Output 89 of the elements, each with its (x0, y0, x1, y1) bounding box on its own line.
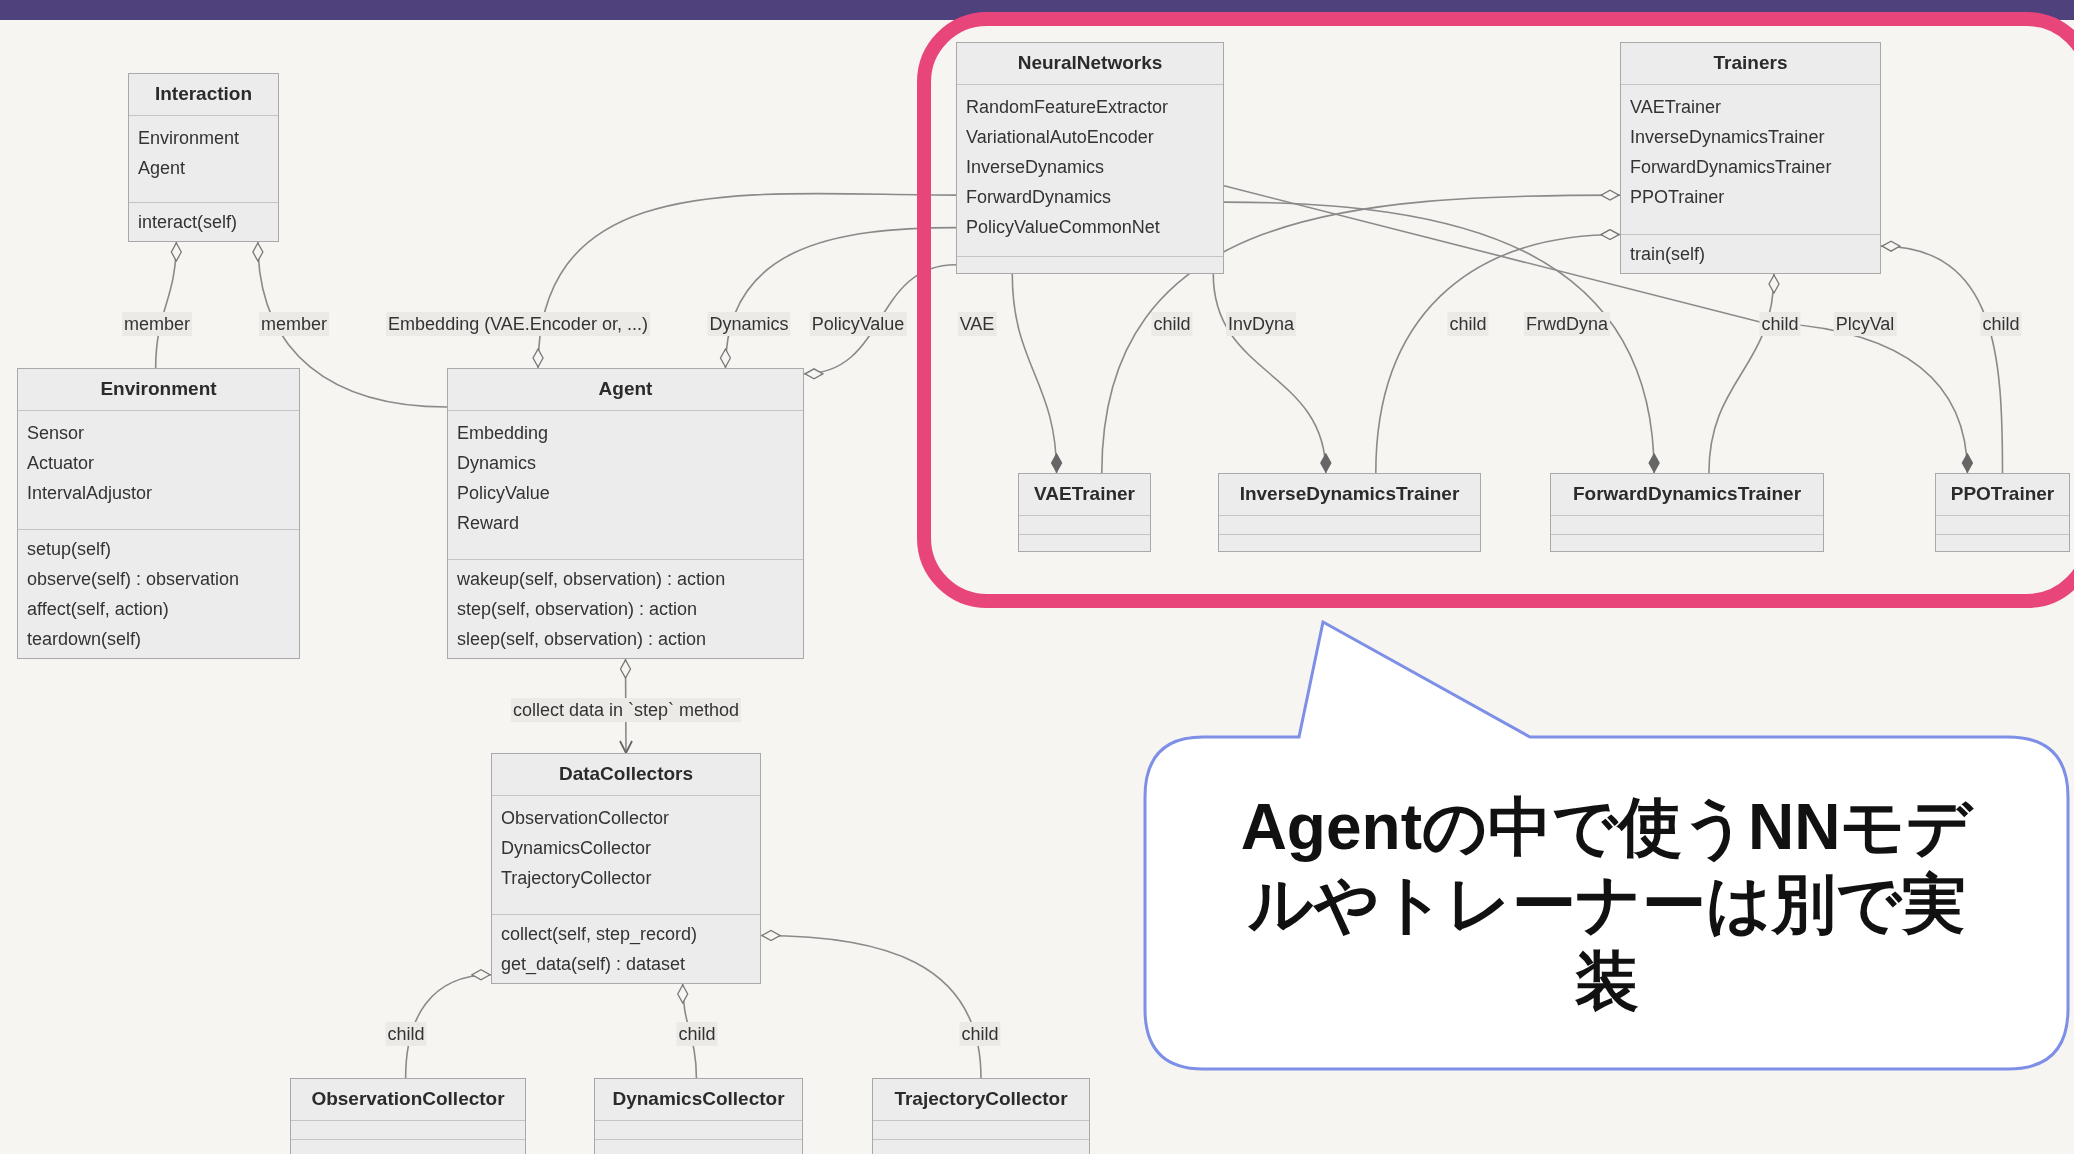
edge-label: PolicyValue (809, 312, 907, 336)
class-box (1935, 473, 2070, 552)
class-box (872, 1078, 1090, 1154)
attribute-text: Reward (457, 512, 520, 535)
class-box (1218, 473, 1481, 552)
class-name: ForwardDynamicsTrainer (1572, 482, 1802, 507)
method-text: get_data(self) : dataset (501, 953, 686, 977)
edge-label: Embedding (VAE.Encoder or, ...) (386, 312, 650, 336)
class-name: Trainers (1713, 51, 1788, 76)
connector-line (252, 241, 448, 408)
edge-label: collect data in `step` method (510, 698, 742, 722)
class-name: NeuralNetworks (1017, 51, 1163, 76)
class-name: Agent (598, 377, 653, 402)
edge-label: child (1759, 312, 1801, 336)
class-box (128, 73, 279, 242)
attribute-text: DynamicsCollector (501, 837, 652, 860)
class-box (290, 1078, 526, 1154)
class-box (594, 1078, 803, 1154)
attribute-text: PolicyValueCommonNet (966, 216, 1160, 239)
connector-line (1880, 241, 2004, 474)
callout-text: Agentの中で使うNNモデルやトレーナーは別で実装 (1239, 790, 1975, 1019)
edge-label: child (676, 1022, 718, 1046)
class-name: InverseDynamicsTrainer (1239, 482, 1460, 507)
connector-line (1223, 201, 1659, 474)
class-name: VAETrainer (1034, 482, 1135, 507)
edge-label: child (1447, 312, 1489, 336)
connector-line (1223, 185, 1973, 474)
connector-line (1011, 273, 1062, 474)
method-text: sleep(self, observation) : action (457, 628, 707, 651)
connector-line (1708, 273, 1780, 474)
edge-label: VAE (957, 312, 997, 336)
attribute-text: TrajectoryCollector (501, 867, 652, 890)
connector-line (533, 192, 957, 369)
attribute-text: VariationalAutoEncoder (966, 126, 1154, 149)
edge-label: FrwdDyna (1524, 312, 1610, 336)
attribute-text: Embedding (457, 422, 549, 445)
class-name: Interaction (154, 82, 253, 107)
edge-label: child (1151, 312, 1193, 336)
method-text: affect(self, action) (27, 598, 169, 621)
connector-line (1375, 229, 1621, 474)
method-text: wakeup(self, observation) : action (457, 568, 726, 591)
attribute-text: Actuator (27, 452, 95, 475)
attribute-text: ForwardDynamicsTrainer (1630, 156, 1832, 179)
attribute-text: VAETrainer (1630, 96, 1722, 119)
edge-label: member (259, 312, 329, 336)
edge-label: Dynamics (707, 312, 791, 336)
class-name: ObservationCollector (311, 1087, 505, 1112)
class-box (1018, 473, 1151, 552)
attribute-text: Dynamics (457, 452, 536, 475)
class-name: DynamicsCollector (612, 1087, 785, 1112)
edge-label: InvDyna (1226, 312, 1296, 336)
highlight-frame (917, 12, 2074, 608)
attribute-text: ForwardDynamics (966, 186, 1112, 209)
attribute-text: InverseDynamics (966, 156, 1105, 179)
class-box (956, 42, 1224, 274)
attribute-text: Agent (138, 157, 186, 180)
attribute-text: ObservationCollector (501, 807, 670, 830)
class-name: TrajectoryCollector (894, 1087, 1068, 1112)
method-text: interact(self) (138, 211, 238, 234)
method-text: teardown(self) (27, 628, 142, 651)
attribute-text: PolicyValue (457, 482, 550, 505)
class-box (1620, 42, 1881, 274)
attribute-text: PPOTrainer (1630, 186, 1725, 209)
attribute-text: IntervalAdjustor (27, 482, 153, 505)
attribute-text: RandomFeatureExtractor (966, 96, 1169, 119)
class-box (17, 368, 300, 659)
edge-label: member (122, 312, 192, 336)
method-text: step(self, observation) : action (457, 598, 698, 621)
edge-label: child (385, 1022, 427, 1046)
class-box (1550, 473, 1824, 552)
connector-line (1101, 189, 1621, 474)
method-text: collect(self, step_record) (501, 923, 698, 947)
method-text: setup(self) (27, 538, 112, 561)
class-name: PPOTrainer (1950, 482, 2055, 507)
connector-line (1212, 273, 1331, 474)
class-name: Environment (100, 377, 217, 402)
attribute-text: Environment (138, 127, 240, 150)
edge-label: PlcyVal (1833, 312, 1897, 336)
connector-line (760, 930, 982, 1079)
edge-label: child (1980, 312, 2022, 336)
class-box (491, 753, 761, 984)
method-text: observe(self) : observation (27, 568, 240, 591)
attribute-text: InverseDynamicsTrainer (1630, 126, 1825, 149)
attribute-text: Sensor (27, 422, 85, 445)
connector-line (720, 226, 957, 369)
method-text: train(self) (1630, 243, 1705, 266)
edge-label: child (959, 1022, 1001, 1046)
class-name: DataCollectors (558, 762, 694, 787)
class-box (447, 368, 804, 659)
